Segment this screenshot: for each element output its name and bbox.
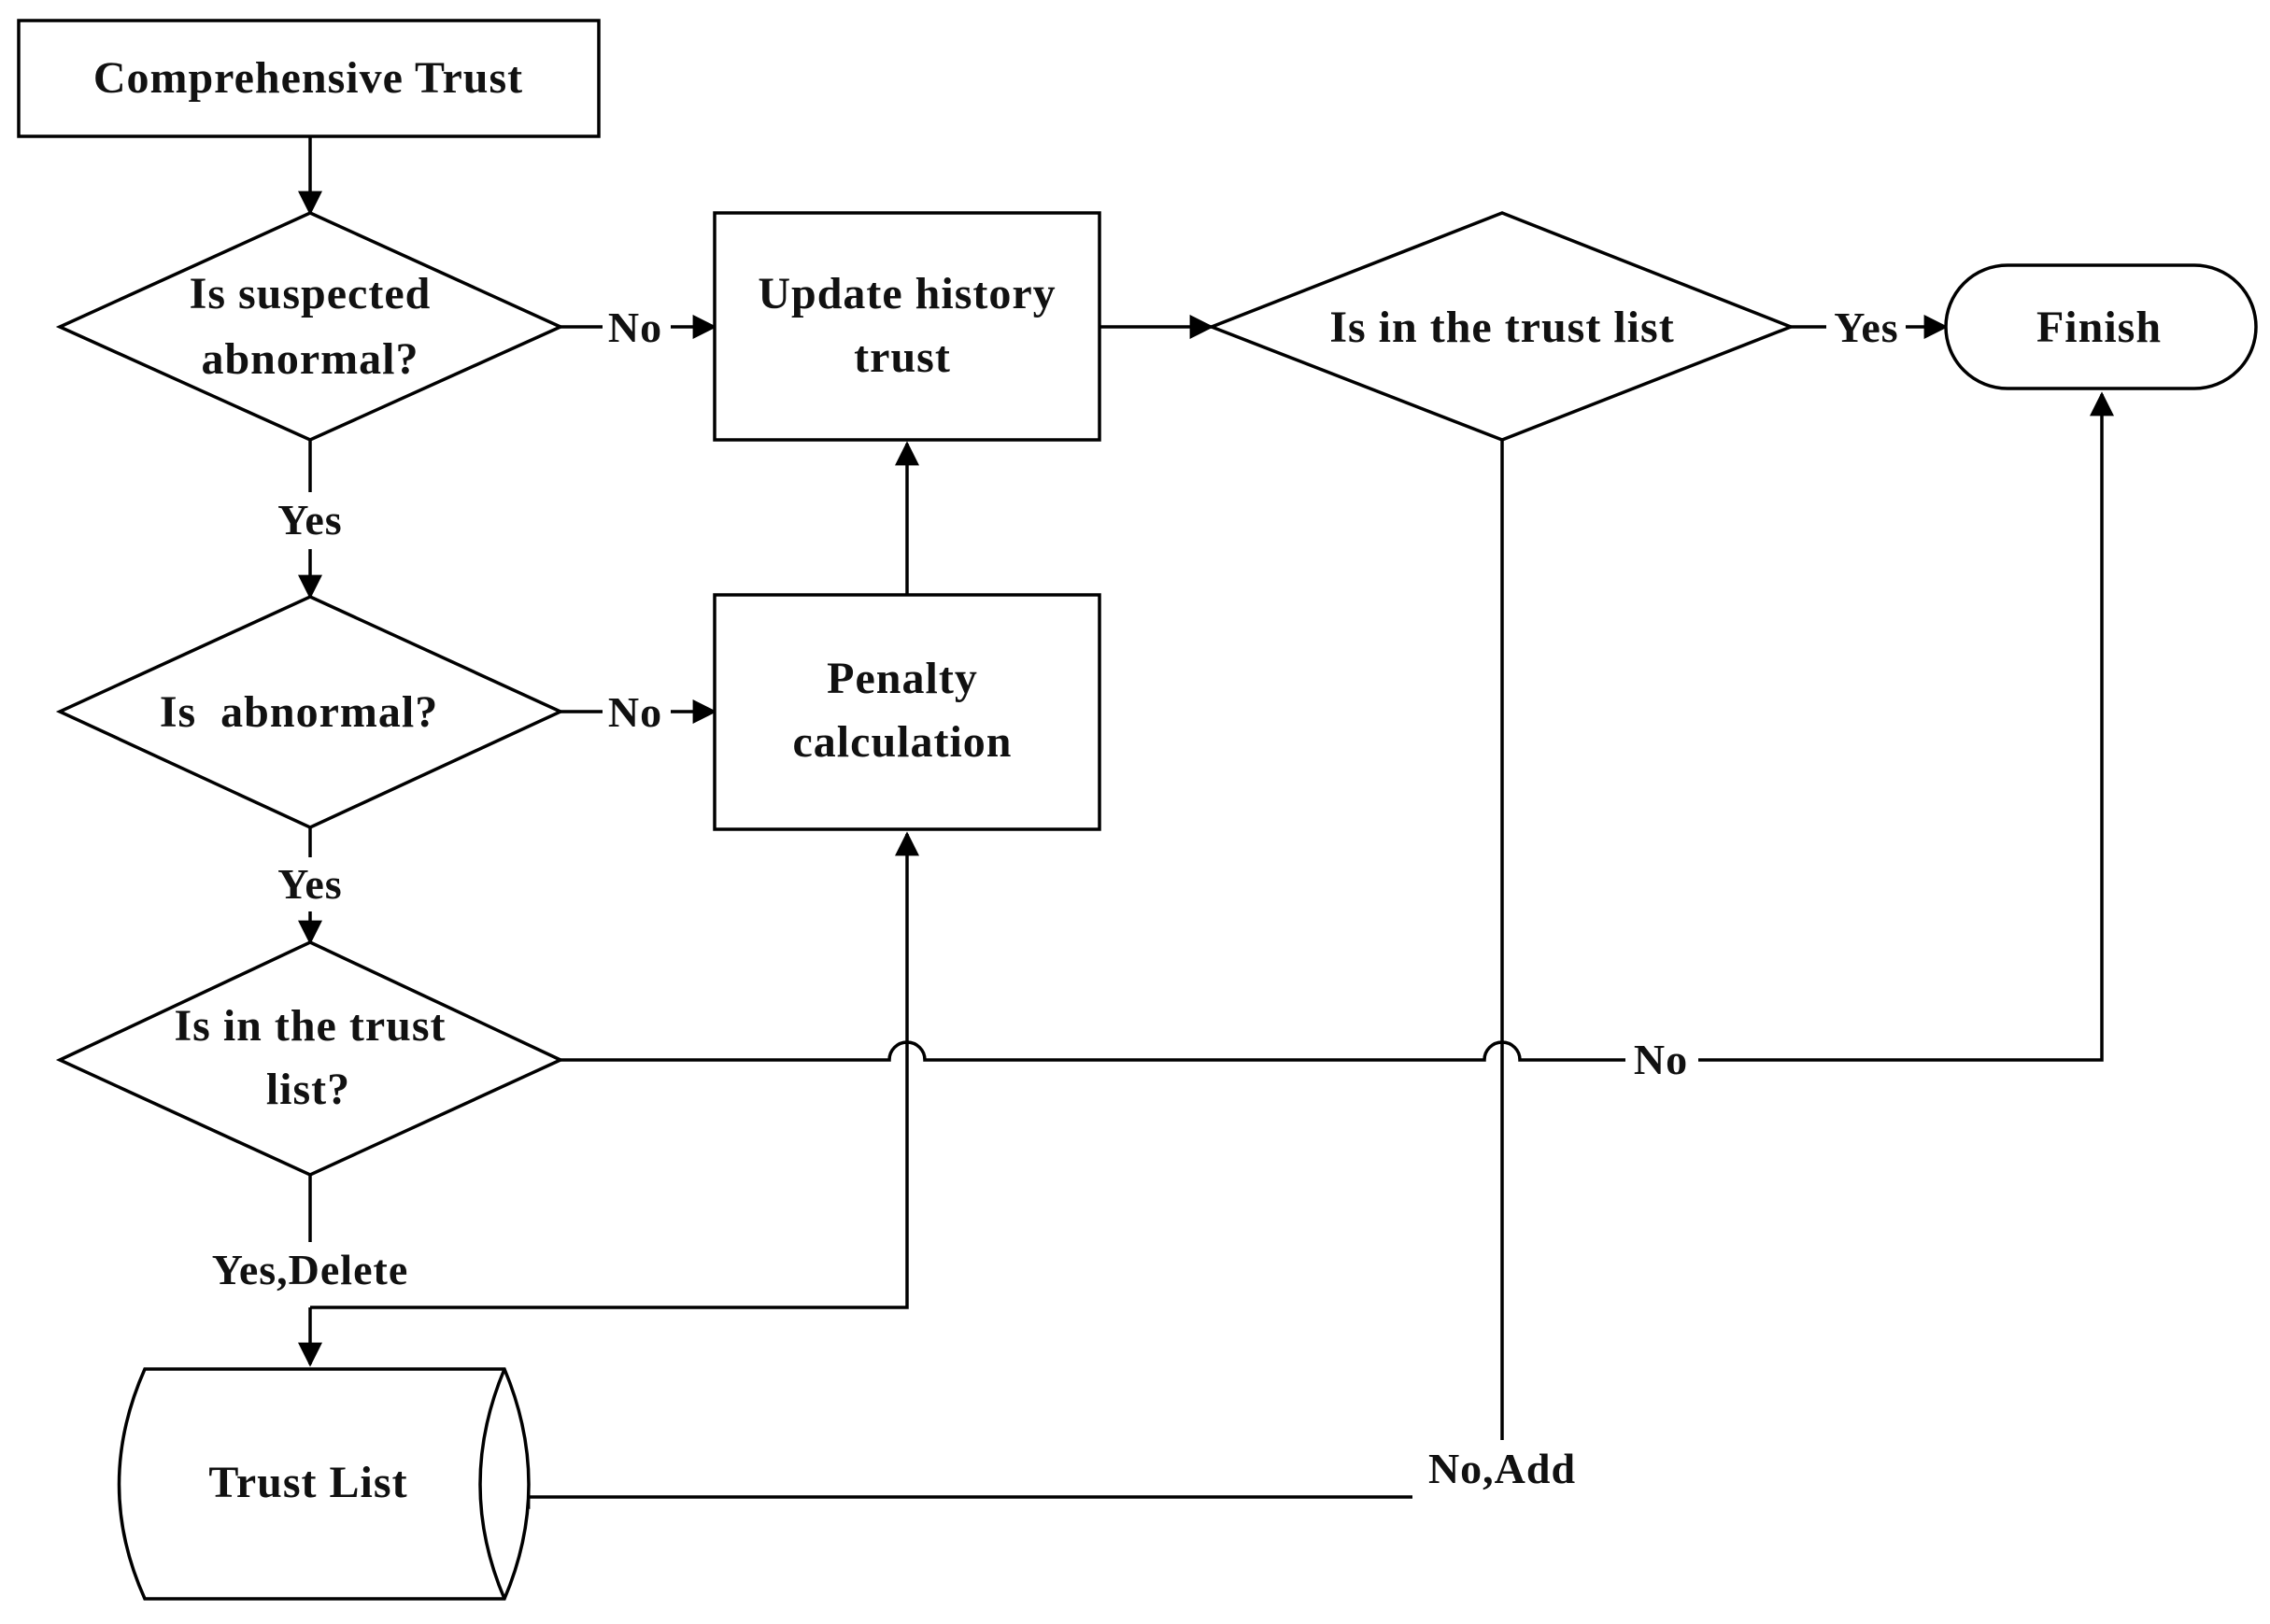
datastore-trust-list: Trust List — [117, 1367, 531, 1601]
process-penalty-calculation: Penalty calculation — [713, 593, 1101, 831]
comprehensive-trust-label: Comprehensive Trust — [93, 53, 523, 103]
is-in-trust-list-left-line1: Is in the trust — [174, 1001, 446, 1051]
update-history-trust-line1: Update history — [758, 269, 1056, 318]
label-suspected-no: No — [608, 304, 662, 351]
terminal-finish: Finish — [1944, 263, 2258, 390]
start-box-comprehensive-trust: Comprehensive Trust — [17, 19, 601, 138]
decision-is-in-trust-list-right: Is in the trust list — [1207, 211, 1795, 442]
label-abnormal-yes: Yes — [277, 860, 342, 908]
label-left-list-yes-delete: Yes,Delete — [212, 1246, 409, 1293]
update-history-trust-line2: trust — [854, 332, 951, 382]
decision-is-in-trust-list-left: Is in the trust list? — [55, 940, 565, 1177]
penalty-calculation-line2: calculation — [793, 717, 1013, 767]
is-in-trust-list-right-label: Is in the trust list — [1329, 303, 1674, 352]
is-suspected-abnormal-line2: abnormal? — [201, 334, 419, 384]
finish-label: Finish — [2036, 303, 2162, 352]
label-right-list-no-add: No,Add — [1428, 1445, 1576, 1492]
decision-is-abnormal: Is abnormal? — [55, 595, 565, 829]
label-suspected-yes: Yes — [277, 496, 342, 544]
label-left-list-no: No — [1634, 1036, 1688, 1083]
connectors — [298, 136, 2114, 1509]
label-right-list-yes: Yes — [1834, 304, 1898, 351]
edge-left-list-no-to-finish — [1698, 391, 2114, 1062]
decision-is-suspected-abnormal: Is suspected abnormal? — [55, 211, 565, 442]
process-update-history-trust: Update history trust — [713, 211, 1101, 442]
is-in-trust-list-left-line2: list? — [266, 1065, 350, 1114]
edge-left-list-no-path — [560, 1040, 1625, 1062]
trust-list-label: Trust List — [208, 1458, 407, 1507]
is-suspected-abnormal-line1: Is suspected — [190, 269, 432, 318]
edge-labels: No Yes No Yes No Yes,Delete Yes No,Add — [212, 304, 1898, 1492]
is-abnormal-label: Is abnormal? — [160, 687, 438, 737]
edge-delete-to-penalty — [310, 831, 919, 1309]
label-abnormal-no: No — [608, 688, 662, 736]
penalty-calculation-line1: Penalty — [827, 654, 978, 703]
